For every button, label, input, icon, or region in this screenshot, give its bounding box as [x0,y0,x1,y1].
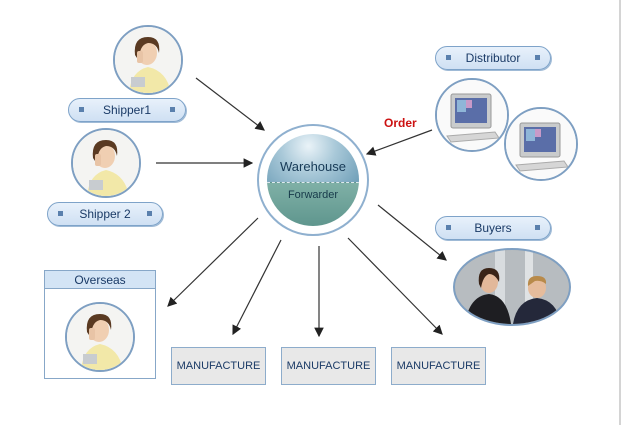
shipper2-label[interactable]: Shipper 2 [47,202,163,226]
hub-warehouse-label: Warehouse [280,158,346,174]
bullet-icon [535,225,540,230]
buyers-photo [453,248,571,326]
bullet-icon [79,107,84,112]
manufacture-box-3[interactable]: MANUFACTURE [391,347,486,385]
person-on-phone-icon [73,130,139,196]
manufacture-label: MANUFACTURE [176,360,261,372]
order-label: Order [384,116,417,130]
bullet-icon [170,107,175,112]
person-on-phone-icon [67,304,133,370]
hub-forwarder-label: Forwarder [287,188,339,201]
arrow-hub-to-buyers [377,204,447,261]
business-people-icon [455,250,569,324]
manufacture-label: MANUFACTURE [286,360,371,372]
distributor-computer-1 [435,78,509,152]
overseas-header: Overseas [45,271,155,289]
shipper1-text: Shipper1 [102,103,152,117]
hub-warehouse-section: Warehouse [267,134,359,182]
computer-icon [506,109,576,179]
shipper2-photo [71,128,141,198]
distributor-computer-2 [504,107,578,181]
buyers-label[interactable]: Buyers [435,216,551,240]
bullet-icon [58,211,63,216]
manufacture-box-1[interactable]: MANUFACTURE [171,347,266,385]
shipper1-photo [113,25,183,95]
bullet-icon [535,55,540,60]
manufacture-box-2[interactable]: MANUFACTURE [281,347,376,385]
distributor-label[interactable]: Distributor [435,46,551,70]
overseas-photo [65,302,135,372]
hub-forwarder-section: Forwarder [267,181,359,226]
warehouse-forwarder-hub[interactable]: Warehouse Forwarder [257,124,369,236]
person-on-phone-icon [115,27,181,93]
computer-icon [437,80,507,150]
shipper1-label[interactable]: Shipper1 [68,98,186,122]
arrow-hub-to-manufacture-1 [232,239,282,336]
bullet-icon [147,211,152,216]
buyers-text: Buyers [474,221,512,235]
bullet-icon [446,55,451,60]
right-border [619,0,621,425]
arrow-hub-to-overseas [167,217,259,307]
shipper2-text: Shipper 2 [79,207,131,221]
bullet-icon [446,225,451,230]
distributor-text: Distributor [465,51,521,65]
arrow-shipper1-to-hub [195,77,265,131]
arrow-distributor-to-hub [365,129,433,156]
arrow-hub-to-manufacture-3 [347,237,443,335]
hub-globe: Warehouse Forwarder [267,134,359,226]
manufacture-label: MANUFACTURE [396,360,481,372]
